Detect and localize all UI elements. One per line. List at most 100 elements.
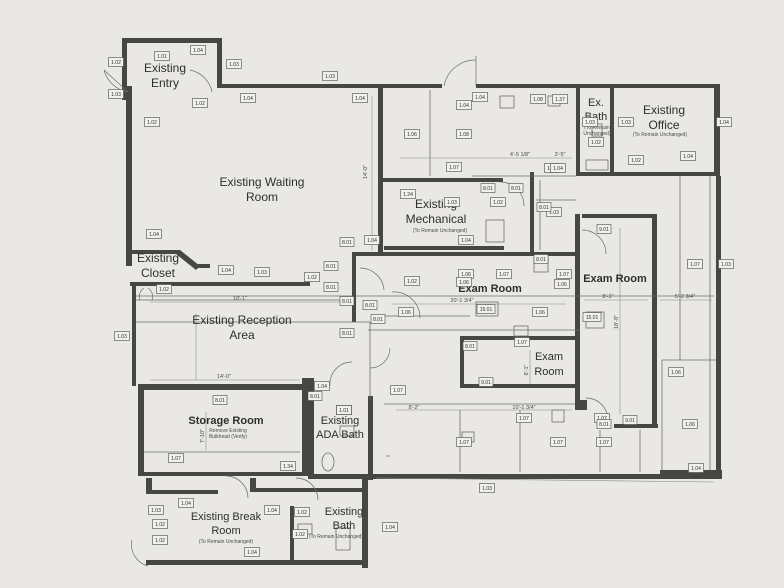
svg-text:15.01: 15.01: [586, 315, 599, 321]
room-storage-label: Storage Room: [188, 415, 263, 427]
dim-storage-width: 14'-0": [217, 374, 231, 380]
room-break-label-2: Room: [211, 525, 240, 537]
keynote-tag-t35: 1.06: [456, 277, 472, 287]
keynote-tag-t27: 1.03: [444, 197, 460, 207]
svg-text:1.02: 1.02: [147, 120, 157, 126]
svg-text:1.04: 1.04: [193, 48, 203, 54]
room-exam1-label: Exam Room: [458, 283, 522, 295]
door-tag-d2: 8.01: [323, 261, 339, 271]
svg-text:1.03: 1.03: [111, 92, 121, 98]
keynote-tag-t36: 1.07: [556, 269, 572, 279]
svg-text:1.06: 1.06: [557, 282, 567, 288]
keynote-tag-t32: 1.06: [458, 269, 474, 279]
svg-text:1.02: 1.02: [591, 140, 601, 146]
svg-text:1.04: 1.04: [475, 95, 485, 101]
room-waiting-label-2: Room: [246, 190, 278, 204]
svg-text:1.02: 1.02: [155, 522, 165, 528]
keynote-tag-t21: 1.02: [628, 155, 644, 165]
door-tag-d4: 8.01: [339, 296, 355, 306]
keynote-tag-t9: 1.04: [352, 93, 368, 103]
keynote-tag-t20: 1.03: [618, 117, 634, 127]
keynote-tag-t63: 1.02: [152, 535, 168, 545]
svg-text:8.01: 8.01: [465, 344, 475, 350]
keynote-tag-t53: 1.06: [668, 367, 684, 377]
keynote-tag-t4: 1.03: [226, 59, 242, 69]
room-mechanical-note: (To Remain Unchanged): [413, 228, 468, 234]
svg-text:8.01: 8.01: [342, 299, 352, 305]
door-tag-d3: 8.01: [323, 282, 339, 292]
room-ex-bath-label-1: Ex.: [588, 97, 604, 109]
keynote-tag-t1: 1.01: [154, 51, 170, 61]
keynote-tag-t46: 1.07: [168, 453, 184, 463]
keynote-tag-t52: 1.07: [596, 437, 612, 447]
svg-text:1.04: 1.04: [459, 103, 469, 109]
svg-text:1.01: 1.01: [339, 408, 349, 414]
svg-text:1.04: 1.04: [691, 466, 701, 472]
keynote-tag-t3: 1.02: [108, 57, 124, 67]
svg-text:1.07: 1.07: [393, 388, 403, 394]
keynote-tag-t38: 15.01: [476, 304, 496, 314]
keynote-tag-t56: 1.04: [178, 498, 194, 508]
svg-text:1.04: 1.04: [267, 508, 277, 514]
keynote-tag-t50: 1.06: [682, 419, 698, 429]
svg-text:1.03: 1.03: [621, 120, 631, 126]
keynote-tag-t57: 1.02: [152, 519, 168, 529]
svg-text:8.01: 8.01: [326, 264, 336, 270]
svg-text:9.01: 9.01: [625, 418, 635, 424]
dim-exam3-height: 8'-1": [524, 364, 530, 375]
svg-text:9.01: 9.01: [481, 380, 491, 386]
room-break-label-1: Existing Break: [191, 511, 262, 523]
svg-text:8.01: 8.01: [539, 205, 549, 211]
door-tag-d5: 8.01: [339, 328, 355, 338]
svg-text:1.24: 1.24: [403, 192, 413, 198]
keynote-tag-t24: 1.04: [146, 229, 162, 239]
svg-text:1.03: 1.03: [229, 62, 239, 68]
keynote-tag-t5: 1.03: [108, 89, 124, 99]
svg-text:1.06: 1.06: [535, 310, 545, 316]
svg-text:1.01: 1.01: [157, 54, 167, 60]
keynote-tag-t51: 1.07: [550, 437, 566, 447]
svg-text:1.02: 1.02: [195, 101, 205, 107]
room-office-label-1: Existing: [643, 103, 685, 117]
door-tag-d1: 8.01: [339, 237, 355, 247]
keynote-tag-t19: 1.02: [588, 137, 604, 147]
svg-text:8.01: 8.01: [511, 186, 521, 192]
svg-text:1.06: 1.06: [685, 422, 695, 428]
room-ada-bath-label-2: ADA Bath: [316, 429, 364, 441]
svg-text:1.02: 1.02: [159, 287, 169, 293]
keynote-tag-t44: 1.04: [314, 381, 330, 391]
svg-text:1.04: 1.04: [247, 550, 257, 556]
dim-corridor-width: 8'-2": [409, 405, 420, 411]
walls: [122, 38, 722, 568]
keynote-tag-t14: 1.04: [456, 100, 472, 110]
keynote-tag-t48: 1.07: [456, 437, 472, 447]
keynote-tag-t60: 1.02: [294, 507, 310, 517]
keynote-tag-t70: 1.04: [364, 235, 380, 245]
svg-text:1.03: 1.03: [447, 200, 457, 206]
svg-text:1.08: 1.08: [459, 132, 469, 138]
svg-text:1.04: 1.04: [243, 96, 253, 102]
keynote-tag-t71: 1.03: [582, 117, 598, 127]
dim-exam2-height: 18'-8": [614, 315, 620, 329]
keynote-tag-t66: 15.01: [582, 312, 602, 322]
svg-text:1.07: 1.07: [171, 456, 181, 462]
svg-text:1.02: 1.02: [155, 538, 165, 544]
dim-waiting-height: 14'-0": [363, 165, 369, 179]
svg-text:1.02: 1.02: [111, 60, 121, 66]
svg-text:1.07: 1.07: [517, 340, 527, 346]
keynote-tag-t61: 1.04: [264, 505, 280, 515]
keynote-tag-t65: 1.03: [718, 259, 734, 269]
svg-text:9.01: 9.01: [599, 227, 609, 233]
room-break-note: (To Remain Unchanged): [199, 539, 254, 545]
room-labels: Existing Entry Existing Waiting Room Exi…: [137, 61, 687, 545]
svg-text:1.04: 1.04: [317, 384, 327, 390]
keynote-tag-t62: 1.04: [244, 547, 260, 557]
svg-text:1.04: 1.04: [367, 238, 377, 244]
svg-text:1.07: 1.07: [597, 416, 607, 422]
keynote-tags: 1.01 1.04 1.02 1.03 1.03 1.02 1.04 1.02 1.04 1.03…: [108, 45, 734, 557]
keynote-tag-t25: 1.02: [156, 284, 172, 294]
svg-text:1.07: 1.07: [519, 416, 529, 422]
svg-text:1.04: 1.04: [385, 525, 395, 531]
